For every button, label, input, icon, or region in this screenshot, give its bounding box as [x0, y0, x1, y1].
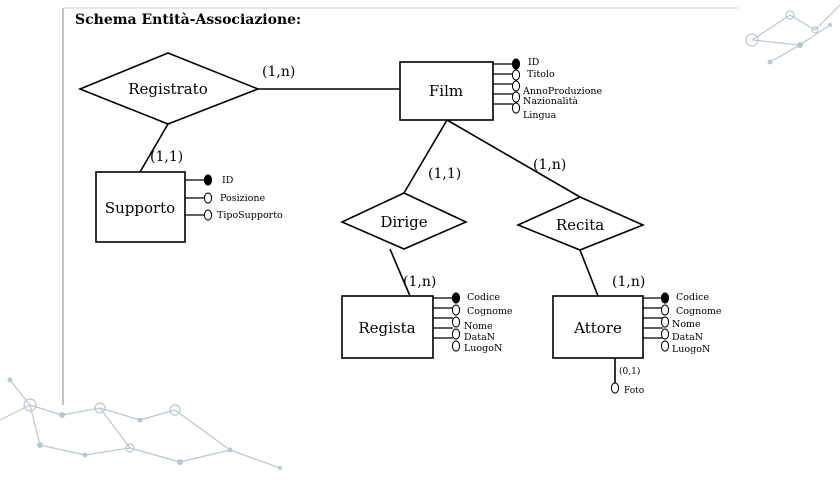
supporto-attr-posizione: Posizione [220, 193, 266, 204]
regista-attr-codice: Codice [467, 292, 500, 303]
entity-supporto-label: Supporto [105, 199, 175, 217]
attore-attr-nome: Nome [672, 319, 701, 330]
regista-attr-nome: Nome [464, 321, 493, 332]
supporto-attr-id: ID [222, 175, 234, 186]
relationship-registrato-label: Registrato [128, 80, 207, 98]
entity-regista: Regista Codice Cognome Nome DataN LuogoN [341, 292, 513, 359]
line-recita-attore [579, 249, 599, 297]
relationship-recita-label: Recita [556, 216, 604, 234]
supporto-attr-tiposupporto: TipoSupporto [217, 210, 283, 221]
decorative-network-top-right [745, 4, 840, 65]
film-attr-lingua: Lingua [523, 110, 557, 121]
card-registrato-supporto: (1,1) [150, 149, 183, 165]
decorative-network-bottom-left [0, 377, 282, 470]
line-registrato-supporto [139, 123, 169, 173]
film-attr-nazionalita: Nazionalità [523, 96, 578, 107]
entity-attore-label: Attore [573, 319, 622, 337]
line-film-recita [446, 119, 581, 198]
regista-attr-cognome: Cognome [467, 306, 513, 317]
film-attr-annoproduzione: AnnoProduzione [522, 86, 603, 97]
film-attr-id: ID [528, 57, 540, 68]
attore-attr-luogon: LuogoN [672, 344, 710, 355]
attore-attr-datan: DataN [672, 332, 703, 343]
attore-attr-foto: Foto [624, 386, 644, 396]
line-film-dirige [403, 119, 448, 194]
attore-attr-codice: Codice [676, 292, 709, 303]
card-recita-film: (1,n) [533, 157, 566, 173]
entity-film-label: Film [429, 82, 463, 100]
connectors [139, 88, 599, 297]
card-recita-attore: (1,n) [612, 274, 645, 290]
relationship-recita: Recita [515, 196, 646, 251]
relationship-dirige-label: Dirige [380, 213, 427, 231]
relationship-dirige: Dirige [340, 192, 468, 250]
diagram-title: Schema Entità-Associazione: [75, 12, 301, 28]
entity-regista-label: Regista [358, 319, 415, 337]
card-dirige-regista: (1,n) [403, 274, 436, 290]
film-attr-titolo: Titolo [527, 69, 555, 80]
relationship-registrato: Registrato [77, 52, 261, 125]
attore-foto-cardinality: (0,1) [619, 366, 640, 377]
entity-attore: Attore Codice Cognome Nome DataN LuogoN … [552, 292, 722, 396]
regista-attr-datan: DataN [464, 332, 495, 343]
line-dirige-regista [389, 248, 411, 297]
entity-supporto: Supporto ID Posizione TipoSupporto [95, 171, 283, 243]
card-dirige-film: (1,1) [428, 166, 461, 182]
card-registrato-film: (1,n) [262, 64, 295, 80]
attore-attr-cognome: Cognome [676, 306, 722, 317]
entity-film: Film ID Titolo AnnoProduzione Nazionalit… [399, 57, 603, 121]
key-attribute-marker [511, 58, 521, 70]
regista-attr-luogon: LuogoN [464, 343, 502, 354]
